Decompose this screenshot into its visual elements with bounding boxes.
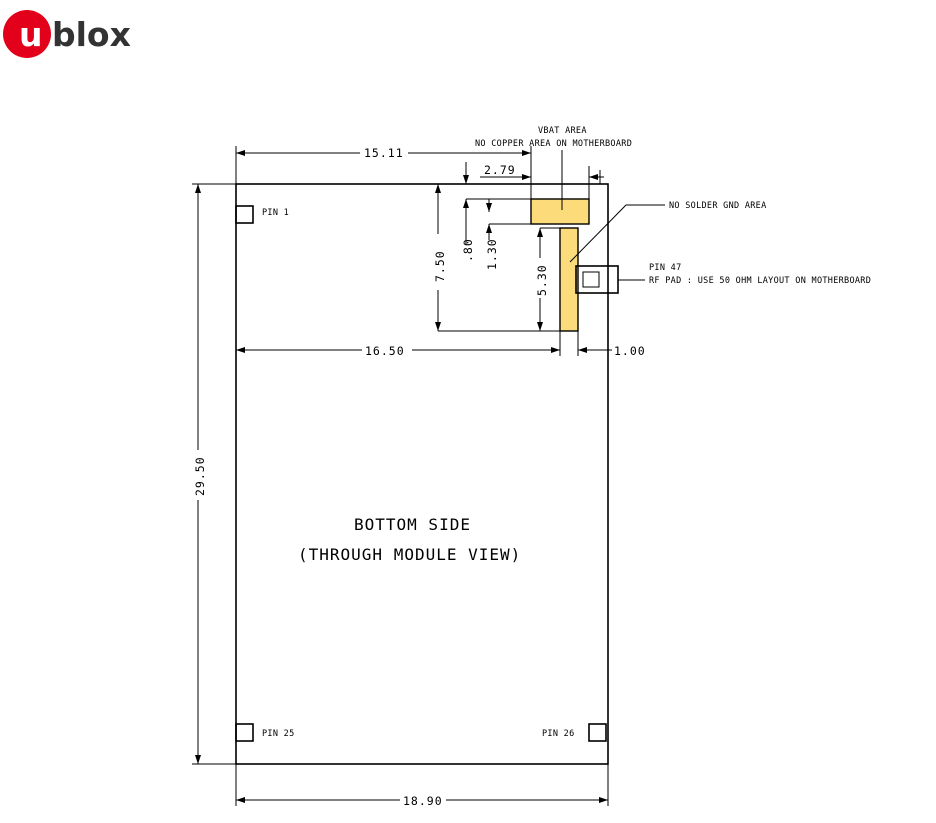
view-title-line1: BOTTOM SIDE (354, 515, 471, 534)
rf-pad-note: RF PAD : USE 50 OHM LAYOUT ON MOTHERBOAR… (649, 276, 871, 286)
dim-18-90-label: 18.90 (403, 794, 443, 808)
vbat-note-line2: NO COPPER AREA ON MOTHERBOARD (475, 139, 632, 149)
dim-29-50: 29.50 (192, 184, 236, 764)
vbat-area (531, 199, 589, 224)
dim-2-79-label: 2.79 (484, 163, 516, 177)
pin1-pad (236, 206, 253, 223)
no-solder-note: NO SOLDER GND AREA (669, 201, 767, 211)
dim-29-50-label: 29.50 (193, 456, 207, 496)
pin26-pad (589, 724, 606, 741)
module-outline (236, 184, 608, 764)
pin26-label: PIN 26 (542, 729, 575, 739)
pin25-pad (236, 724, 253, 741)
dim-5-30: 5.30 (535, 228, 560, 331)
dim-0-80-label: .80 (461, 238, 475, 262)
vbat-note-line1: VBAT AREA (538, 126, 587, 136)
dim-5-30-label: 5.30 (535, 264, 549, 296)
dim-15-11-label: 15.11 (364, 146, 404, 160)
pin47-label: PIN 47 (649, 263, 682, 273)
dim-16-50: 16.50 (236, 331, 560, 358)
dim-16-50-label: 16.50 (365, 344, 405, 358)
pin1-label: PIN 1 (262, 208, 289, 218)
pin25-label: PIN 25 (262, 729, 295, 739)
dim-1-30-label: 1.30 (485, 238, 499, 270)
dim-1-00-label: 1.00 (614, 344, 646, 358)
rf-pad-outer (576, 266, 618, 293)
view-title-line2: (THROUGH MODULE VIEW) (298, 545, 521, 564)
dim-7-50-label: 7.50 (433, 250, 447, 282)
dim-18-90: 18.90 (236, 764, 608, 808)
dim-1-00: 1.00 (578, 331, 646, 358)
dim-2-79: 2.79 (480, 163, 604, 199)
rf-pad-inner (583, 272, 599, 287)
